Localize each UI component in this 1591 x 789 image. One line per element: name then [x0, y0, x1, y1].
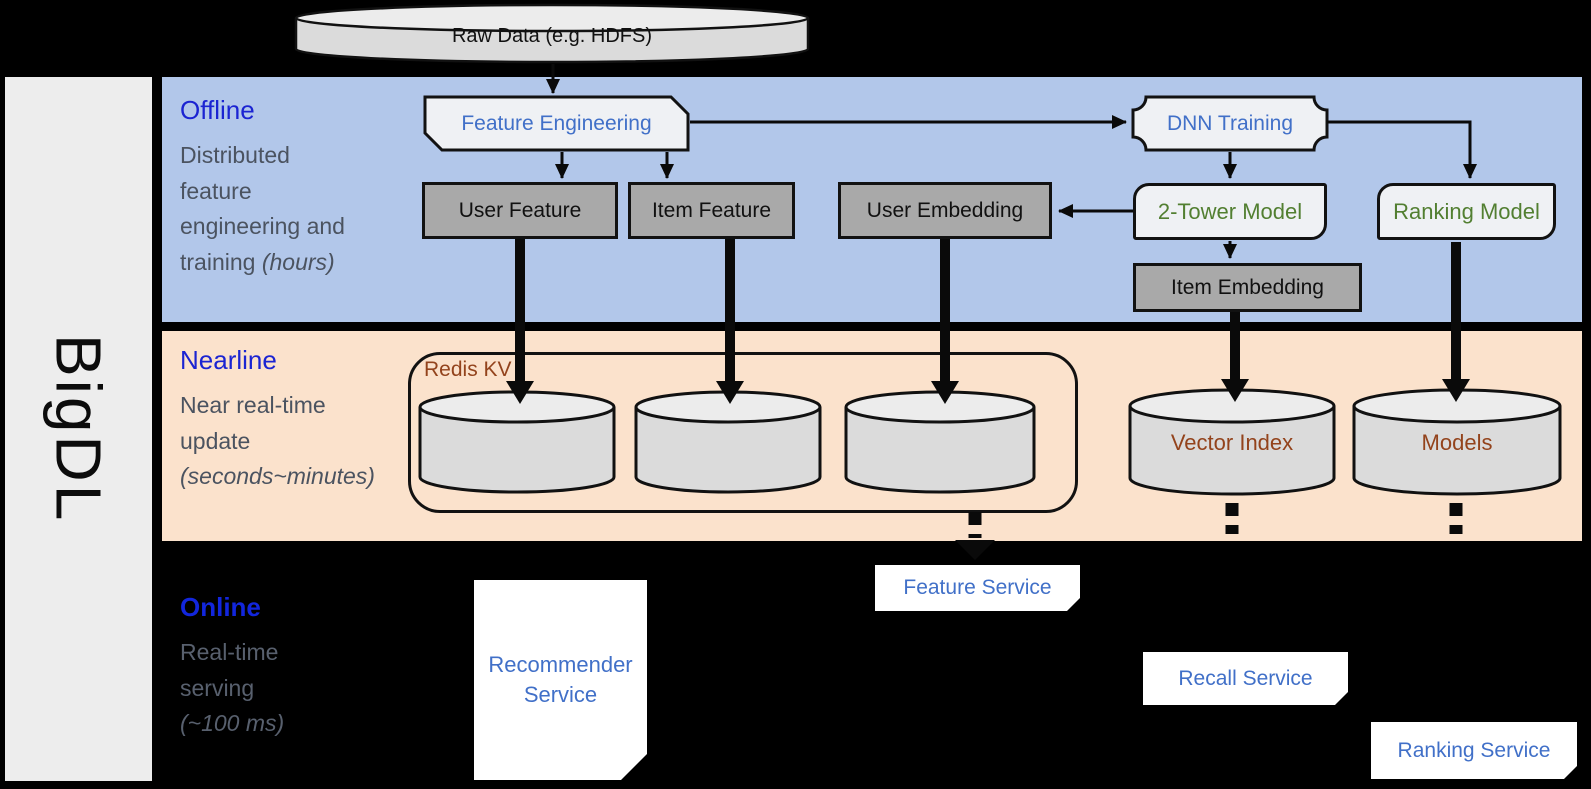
page-fold-icon [1564, 766, 1577, 779]
brand-bigdl: BigDL [42, 334, 115, 524]
nearline-desc: Near real-time update (seconds~minutes) [180, 388, 460, 495]
nearline-desc-italic: (seconds~minutes) [180, 463, 375, 490]
dnn-training-label: DNN Training [1166, 111, 1294, 135]
item-feature-label: Item Feature [651, 198, 772, 222]
ranking-service-label: Ranking Service [1397, 738, 1551, 762]
recommender-service-label: Recommender Service [488, 652, 633, 707]
page-fold-icon [1067, 598, 1080, 611]
ranking-model-box: Ranking Model [1377, 183, 1556, 240]
redis-kv-label: Redis KV [424, 358, 512, 381]
sidebar: BigDL [5, 77, 152, 781]
feature-service-box: Feature Service [875, 565, 1080, 611]
online-desc-text: Real-time serving [180, 639, 279, 701]
two-tower-model-box: 2-Tower Model [1133, 183, 1327, 240]
two-tower-model-label: 2-Tower Model [1157, 198, 1303, 224]
item-embedding-label: Item Embedding [1171, 275, 1324, 299]
ranking-service-box: Ranking Service [1371, 722, 1577, 779]
online-section-label: Online Real-time serving (~100 ms) [180, 592, 450, 742]
recall-service-box: Recall Service [1143, 652, 1348, 705]
page-fold-icon [621, 754, 647, 780]
nearline-section-label: Nearline Near real-time update (seconds~m… [180, 345, 460, 495]
raw-data-label: Raw Data (e.g. HDFS) [451, 24, 653, 47]
offline-desc-text: Distributed feature engineering and trai… [180, 142, 345, 275]
offline-desc: Distributed feature engineering and trai… [180, 138, 450, 281]
user-embedding-box: User Embedding [838, 182, 1052, 239]
redis-kv-container [408, 352, 1078, 513]
feature-engineering-label: Feature Engineering [461, 111, 652, 135]
page-fold-icon [1335, 692, 1348, 705]
ranking-model-label: Ranking Model [1393, 198, 1540, 224]
models-label: Models [1421, 429, 1493, 455]
feature-service-label: Feature Service [903, 576, 1052, 599]
nearline-desc-text: Near real-time update [180, 392, 326, 454]
offline-section-label: Offline Distributed feature engineering … [180, 95, 450, 281]
item-feature-box: Item Feature [628, 182, 795, 239]
offline-title: Offline [180, 95, 255, 125]
online-title: Online [180, 592, 261, 622]
user-feature-label: User Feature [458, 198, 582, 222]
online-desc: Real-time serving (~100 ms) [180, 635, 450, 742]
recall-service-label: Recall Service [1178, 666, 1313, 690]
user-embedding-label: User Embedding [866, 198, 1024, 222]
user-feature-box: User Feature [422, 182, 618, 239]
item-embedding-box: Item Embedding [1133, 263, 1362, 312]
online-desc-italic: (~100 ms) [180, 710, 285, 737]
vector-index-label: Vector Index [1170, 429, 1294, 455]
recommender-service-doc: Recommender Service [474, 580, 647, 780]
offline-desc-italic: (hours) [261, 248, 335, 275]
nearline-title: Nearline [180, 345, 277, 375]
